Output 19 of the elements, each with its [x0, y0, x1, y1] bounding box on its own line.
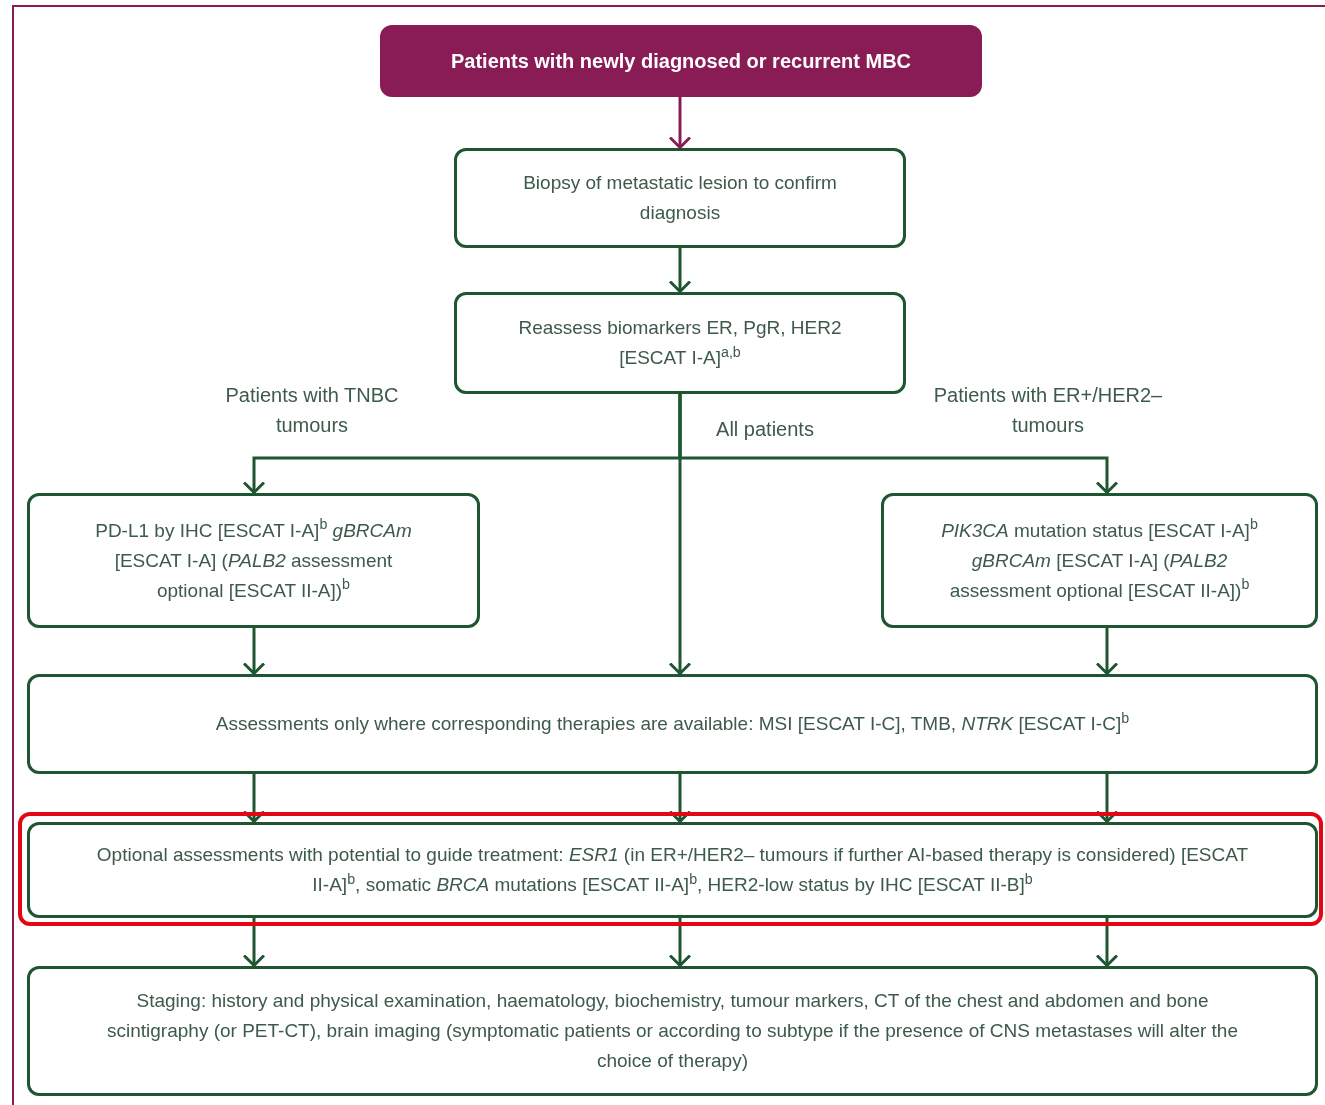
process-box: Reassess biomarkers ER, PgR, HER2 [ESCAT I-A]$^{a,b}$: [454, 292, 906, 394]
process-box: PIK3CA mutation status [ESCAT I-A]$^{b}$ gBRCAm [ESCAT I-A] (PALB2 assessment optional [ESCAT II-A])$^{b}$: [881, 493, 1318, 628]
arrow: [668, 97, 692, 149]
process-box: PD-L1 by IHC [ESCAT I-A]$^{b}$ gBRCAm [ESCAT I-A] (PALB2 assessment optional [ESCAT II-A])$^{b}$: [27, 493, 480, 628]
arrow: [678, 394, 1119, 494]
start-box: Patients with newly diagnosed or recurrent MBC: [380, 25, 982, 97]
arrow: [668, 774, 692, 823]
arrow: [242, 628, 266, 675]
process-box: Biopsy of metastatic lesion to confirm diagnosis: [454, 148, 906, 248]
arrow: [1095, 774, 1119, 823]
process-box: Assessments only where corresponding therapies are available: MSI [ESCAT I-C], TMB, NTRK [ESCAT I-C]$^{b}$: [27, 674, 1318, 774]
process-box: Optional assessments with potential to guide treatment: ESR1 (in ER+/HER2– tumours if further AI-based therapy is considered) [ESCAT II-A]$^{b}$, somatic BRCA mutations [ESCAT II-A]$^{b}$, HER2-low status by IHC [ESCAT II-B]$^{b}$: [27, 822, 1318, 918]
arrow: [242, 774, 266, 823]
arrow: [242, 918, 266, 967]
arrow: [668, 248, 692, 293]
arrow: [1095, 628, 1119, 675]
process-box: Staging: history and physical examination, haematology, biochemistry, tumour markers, CT of the chest and abdomen and bone scintigraphy (or PET-CT), brain imaging (symptomatic patients or according to subtype if the presence of CNS metastases will alter the choice of therapy): [27, 966, 1318, 1096]
arrow: [1095, 918, 1119, 967]
arrow: [668, 918, 692, 967]
